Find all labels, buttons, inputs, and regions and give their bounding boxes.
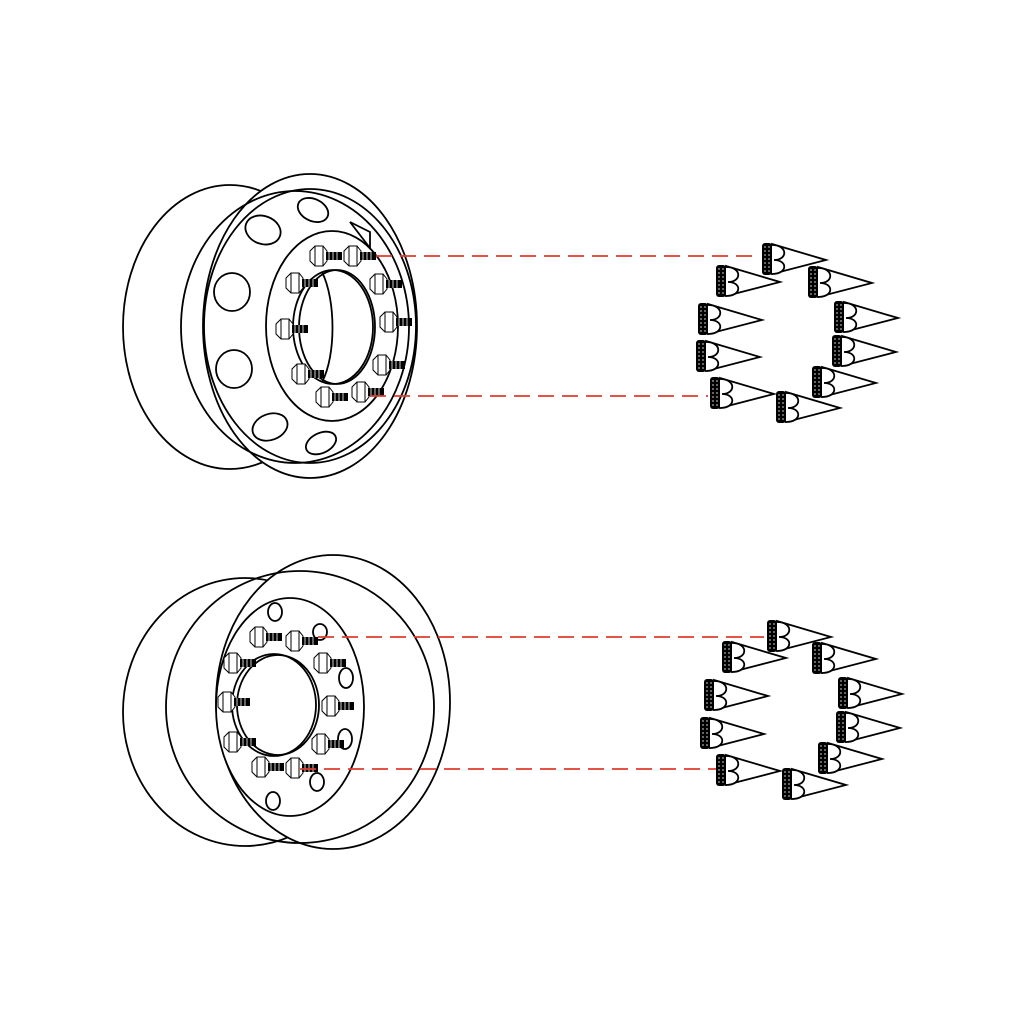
spike-cap xyxy=(835,710,901,744)
spike-cap xyxy=(697,302,763,336)
spike-cap xyxy=(831,334,897,368)
alignment-lines xyxy=(300,255,764,770)
spike-cap-group-top xyxy=(695,242,899,424)
spike-cap xyxy=(817,741,883,775)
spike-cap xyxy=(709,376,775,410)
spike-cap xyxy=(699,716,765,750)
spike-cap xyxy=(781,767,847,801)
spike-cap xyxy=(703,678,769,712)
spike-cap xyxy=(807,265,873,299)
spike-cap-group-bottom xyxy=(699,619,903,801)
spike-cap xyxy=(811,365,877,399)
spike-cap xyxy=(837,676,903,710)
wheel-rim-top xyxy=(122,173,418,479)
spike-cap xyxy=(715,753,781,787)
spike-cap xyxy=(695,339,761,373)
spike-cap xyxy=(833,300,899,334)
spike-cap xyxy=(811,641,877,675)
wheel-rim-bottom xyxy=(122,554,451,850)
